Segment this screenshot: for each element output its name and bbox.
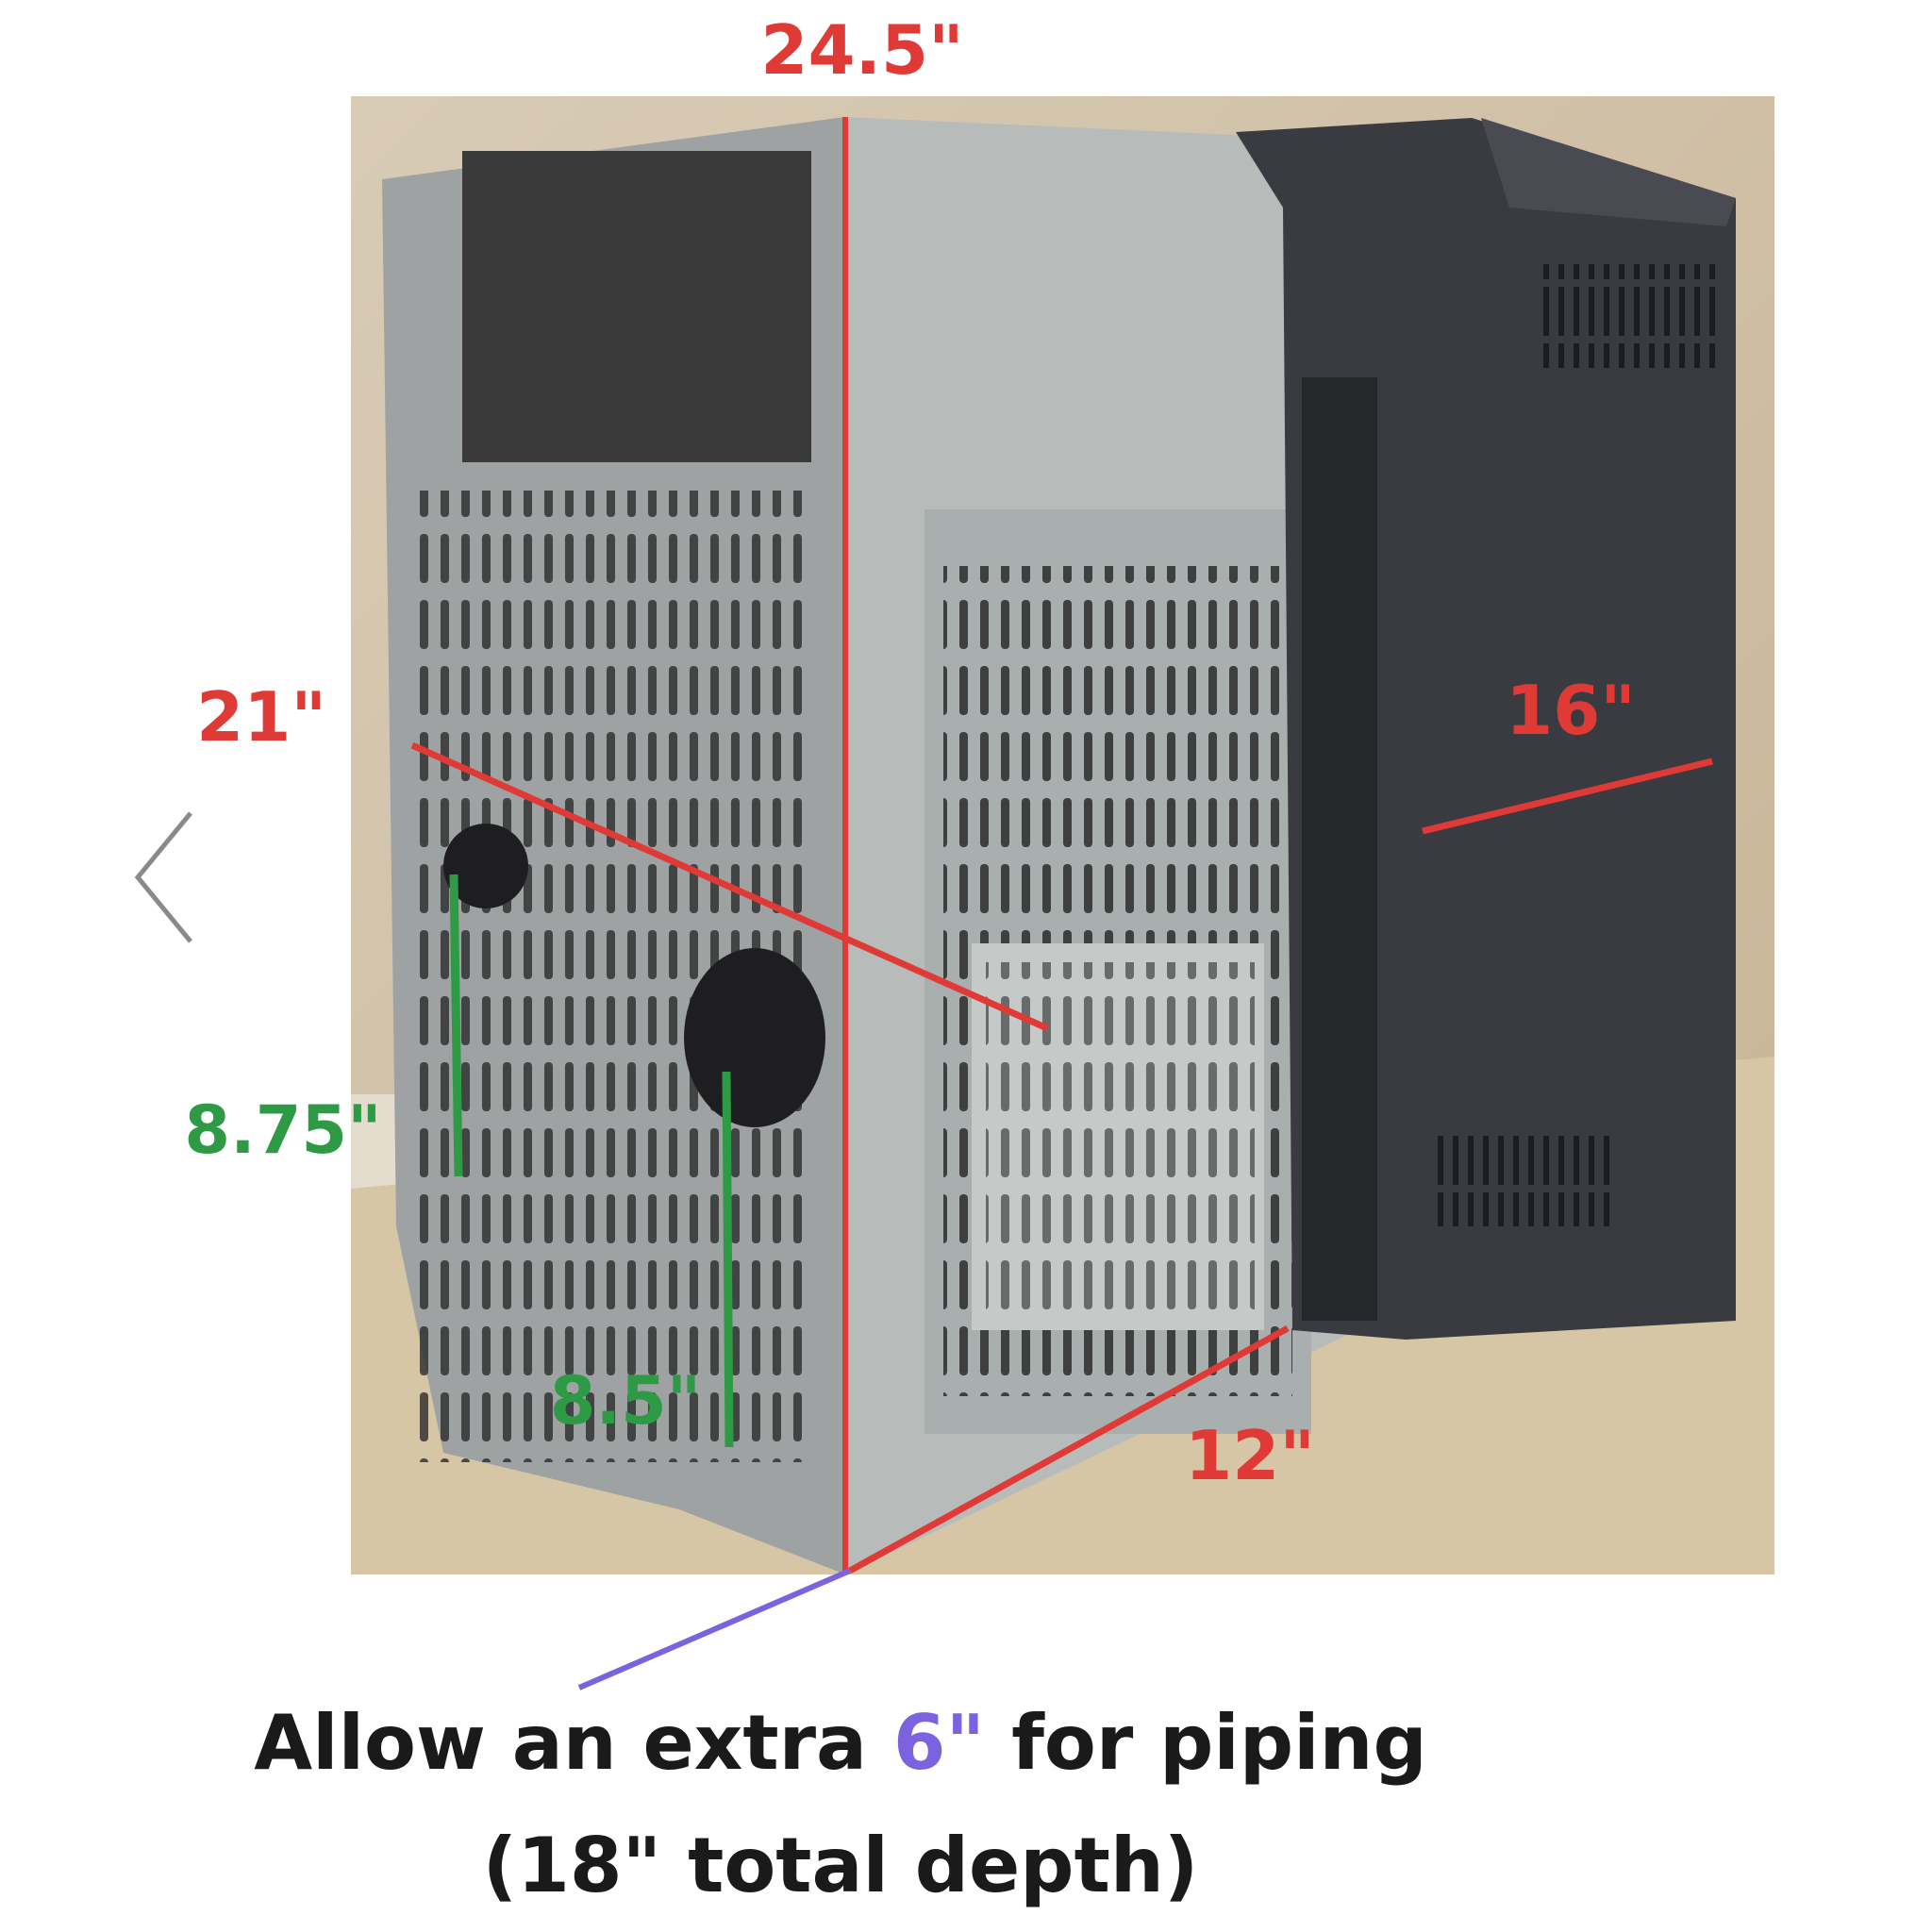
total-depth-note: (18" total depth) [483,1822,1199,1909]
pipe-height-left-line [449,874,463,1177]
width-dimension-line [410,741,1049,1032]
width-label: 21" [196,677,326,757]
carousel-prev-button[interactable] [113,792,217,962]
product-photo [351,96,1774,1574]
pipe-height-left-label: 8.75" [184,1091,381,1169]
pipe-height-right-line [722,1071,734,1448]
depth-dimension-line [848,1324,1290,1574]
piping-note-text: Allow an extra [254,1699,893,1787]
piping-note-text-end: for piping [985,1699,1427,1787]
depth-label: 12" [1185,1416,1315,1495]
chevron-left-icon [134,811,192,943]
stove-depth-label: 16" [1506,671,1636,750]
height-label: 24.5" [760,10,963,90]
piping-allowance-line [577,1568,852,1690]
piping-note-highlight: 6" [893,1699,985,1787]
stove-depth-dimension-line [1422,758,1713,835]
pipe-height-right-label: 8.5" [550,1362,701,1440]
piping-note: Allow an extra 6" for piping [254,1699,1427,1787]
